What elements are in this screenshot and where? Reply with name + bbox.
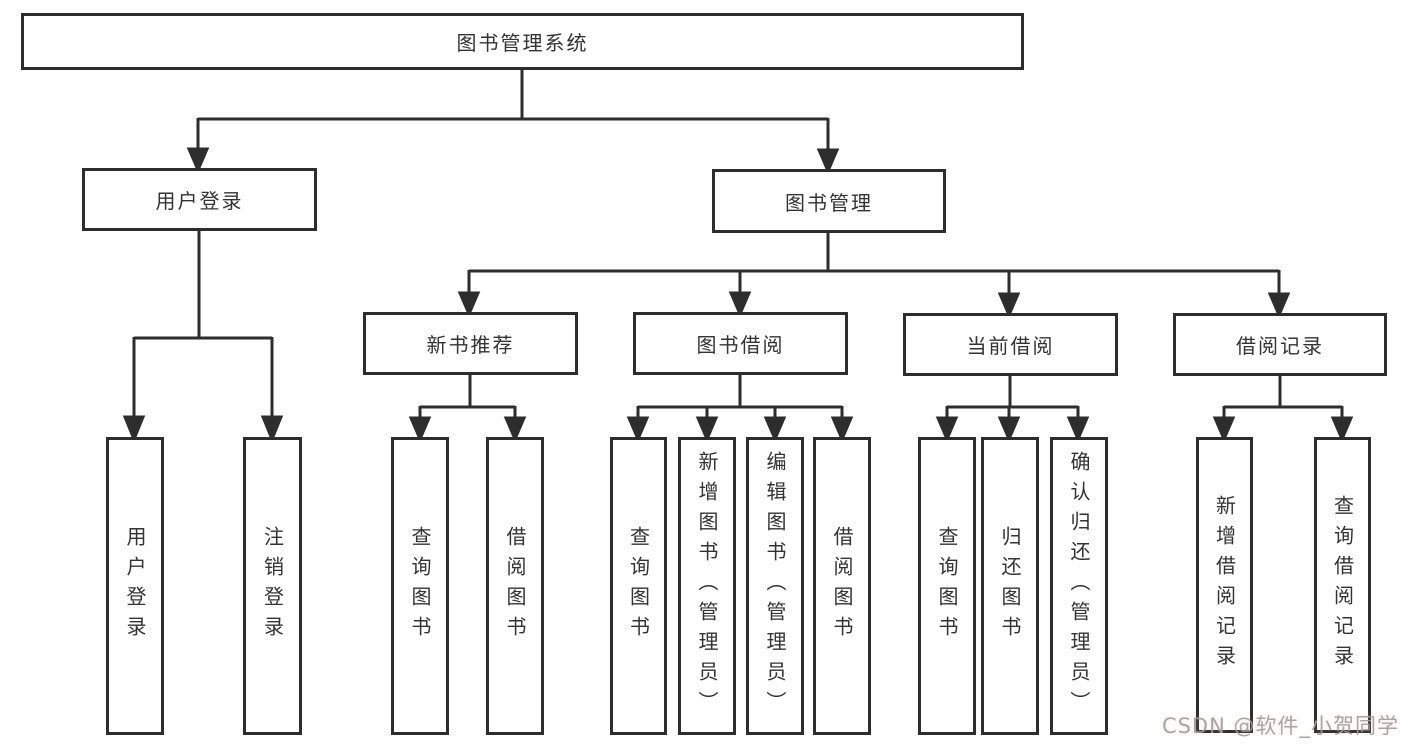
node-label: 查询图书	[408, 526, 432, 646]
node-library-management-system: 图书管理系统	[21, 13, 1024, 70]
node-leaf-user-login: 用户登录	[106, 437, 164, 735]
connector-new-book-children	[408, 374, 527, 443]
node-label: 编辑图书（管理员）	[763, 451, 787, 721]
node-label: 借阅图书	[830, 526, 854, 646]
node-label: 图书借阅	[696, 333, 785, 357]
connector-current-borrow-children	[935, 375, 1090, 443]
node-leaf-return-books: 归还图书	[981, 437, 1039, 735]
node-leaf-confirm-return-admin: 确认归还（管理员）	[1050, 437, 1108, 735]
node-label: 用户登录	[123, 526, 147, 646]
node-leaf-edit-books-admin: 编辑图书（管理员）	[746, 437, 804, 735]
node-label: 用户登录	[155, 189, 244, 213]
node-new-book-recommend: 新书推荐	[363, 312, 578, 375]
node-label: 新书推荐	[426, 333, 515, 357]
connector-borrow-record-children	[1212, 375, 1354, 443]
node-label: 当前借阅	[966, 334, 1055, 358]
node-borrow-records: 借阅记录	[1173, 313, 1387, 376]
connector-root-to-level2	[186, 69, 840, 175]
node-label: 借阅记录	[1236, 334, 1324, 358]
node-label: 图书管理系统	[456, 31, 589, 55]
node-label: 查询图书	[626, 526, 651, 646]
node-label: 归还图书	[998, 526, 1022, 646]
node-leaf-borrow-books-recommend: 借阅图书	[486, 437, 544, 735]
node-label: 借阅图书	[503, 526, 527, 646]
node-leaf-add-books-admin: 新增图书（管理员）	[678, 437, 736, 735]
node-label: 查询图书	[935, 526, 959, 646]
connector-book-borrow-children	[626, 374, 854, 443]
csdn-watermark: CSDN @软件_小贺同学	[1161, 714, 1399, 738]
connector-book-mgmt-children	[457, 231, 1291, 319]
node-label: 新增借阅记录	[1212, 495, 1237, 675]
node-leaf-add-borrow-record: 新增借阅记录	[1196, 437, 1253, 733]
node-book-borrow: 图书借阅	[633, 312, 848, 375]
node-leaf-query-books-borrow: 查询图书	[610, 437, 667, 735]
node-leaf-query-books-current: 查询图书	[918, 437, 976, 735]
node-label: 新增图书（管理员）	[695, 451, 719, 721]
connector-user-login-children	[122, 229, 284, 443]
node-user-login-group: 用户登录	[82, 168, 317, 231]
node-label: 图书管理	[785, 190, 873, 215]
node-label: 注销登录	[260, 526, 285, 646]
node-leaf-logout: 注销登录	[243, 437, 302, 735]
node-leaf-borrow-books: 借阅图书	[813, 437, 871, 735]
node-leaf-query-borrow-record: 查询借阅记录	[1314, 437, 1371, 733]
node-leaf-query-books-recommend: 查询图书	[391, 437, 449, 735]
node-label: 确认归还（管理员）	[1067, 451, 1091, 721]
node-current-borrow: 当前借阅	[903, 313, 1118, 376]
node-label: 查询借阅记录	[1330, 495, 1355, 675]
node-book-management: 图书管理	[712, 169, 946, 233]
